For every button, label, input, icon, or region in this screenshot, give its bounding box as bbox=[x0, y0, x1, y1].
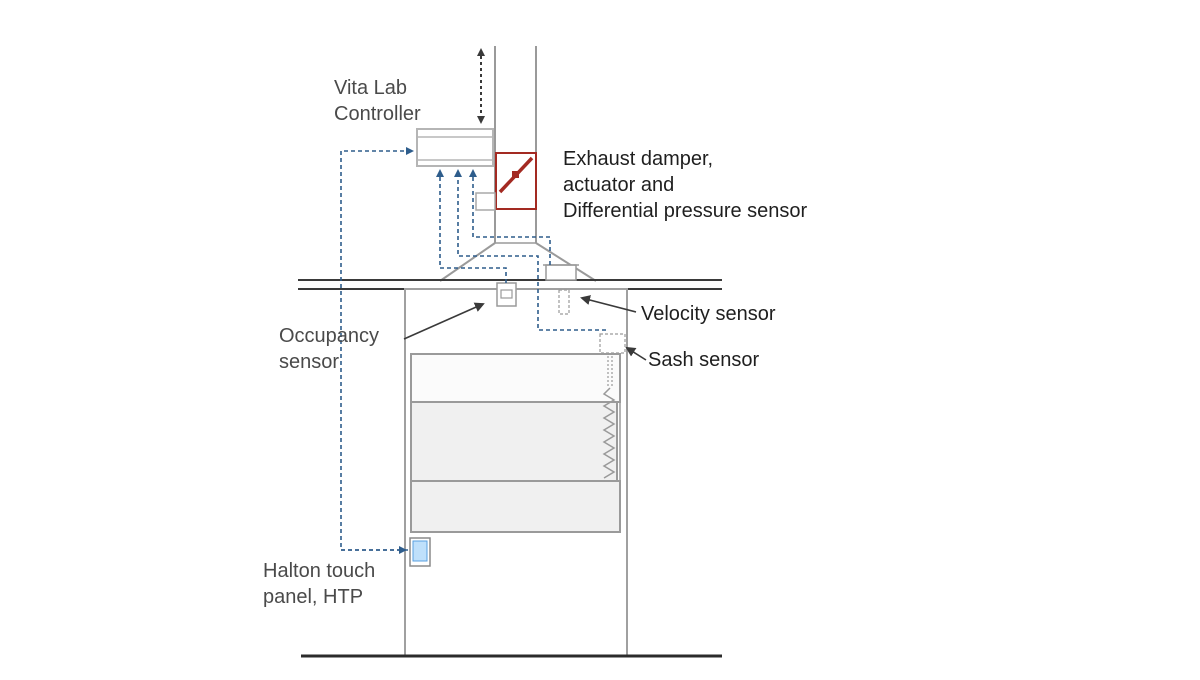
sash-cable bbox=[602, 352, 616, 479]
velocity-sensor-label-text: Velocity sensor bbox=[641, 303, 776, 325]
touch-panel-label-line-1: Halton touch bbox=[263, 560, 376, 582]
damper-pivot-icon bbox=[512, 171, 519, 178]
velocity-sensor[interactable] bbox=[543, 264, 579, 315]
leader-arrows bbox=[403, 295, 647, 361]
wire-touch-panel bbox=[340, 147, 414, 551]
signal-wires bbox=[340, 147, 606, 554]
sash[interactable] bbox=[410, 353, 621, 533]
touch-panel-label-line-2: panel, HTP bbox=[263, 586, 364, 608]
damper-label-line-2: actuator and bbox=[563, 174, 675, 196]
wire-velocity bbox=[469, 169, 551, 265]
controller-box[interactable] bbox=[416, 128, 494, 167]
wire-sash bbox=[454, 169, 606, 331]
damper-label: Exhaust damper, actuator and Differentia… bbox=[563, 146, 807, 224]
leader-sash bbox=[625, 346, 647, 361]
occupancy-label-line-2: sensor bbox=[279, 351, 340, 373]
exhaust-damper[interactable] bbox=[495, 152, 537, 210]
velocity-sensor-label: Velocity sensor bbox=[641, 301, 776, 327]
occupancy-label-line-1: Occupancy bbox=[279, 325, 380, 347]
sash-sensor-label: Sash sensor bbox=[648, 347, 759, 373]
damper-label-line-3: Differential pressure sensor bbox=[563, 200, 808, 222]
differential-pressure-sensor[interactable] bbox=[475, 192, 496, 211]
leader-occupancy bbox=[403, 302, 485, 340]
occupancy-sensor-label: Occupancy sensor bbox=[279, 323, 379, 375]
leader-velocity bbox=[580, 295, 637, 313]
touch-panel-label: Halton touch panel, HTP bbox=[263, 558, 375, 610]
halton-touch-panel[interactable] bbox=[409, 537, 431, 567]
damper-label-line-1: Exhaust damper, bbox=[563, 148, 714, 170]
occupancy-sensor[interactable] bbox=[496, 282, 517, 307]
sash-sensor-label-text: Sash sensor bbox=[648, 349, 760, 371]
controller-label-line-1: Vita Lab bbox=[334, 77, 408, 99]
controller-label: Vita Lab Controller bbox=[334, 75, 421, 127]
controller-label-line-2: Controller bbox=[334, 103, 421, 125]
wire-occupancy bbox=[436, 169, 507, 283]
sash-sensor[interactable] bbox=[599, 333, 626, 354]
